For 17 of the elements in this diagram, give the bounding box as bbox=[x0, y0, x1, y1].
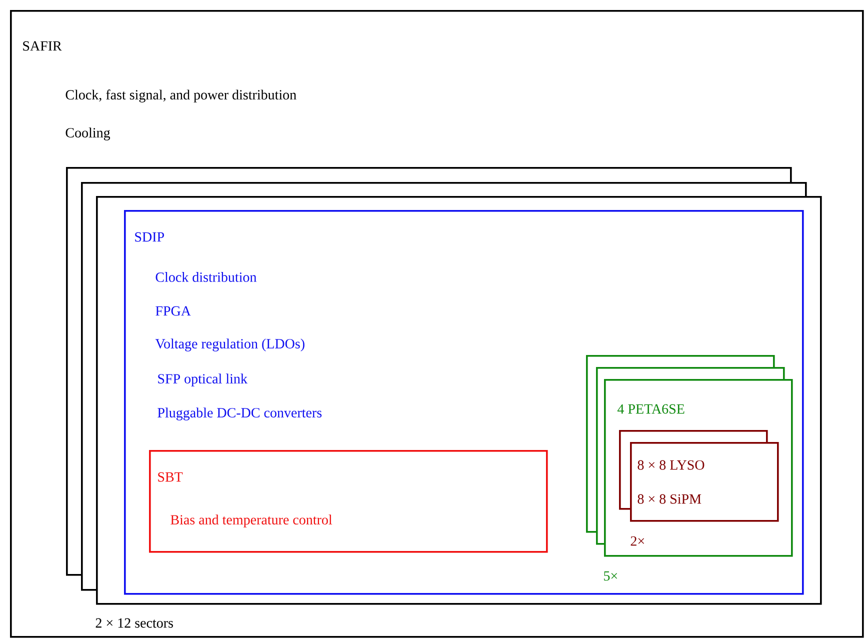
box-heading: SDIP bbox=[135, 232, 164, 242]
box-text: Pluggable DC-DC converters bbox=[158, 408, 322, 420]
box-text: 8 × 8 SiPM bbox=[638, 494, 702, 504]
box-heading: SAFIR bbox=[23, 41, 62, 51]
box-text: Bias and temperature control bbox=[170, 514, 332, 528]
box-heading: SBT bbox=[158, 472, 183, 482]
box-text: Voltage regulation (LDOs) bbox=[155, 338, 304, 352]
box-heading: 8 × 8 LYSO bbox=[638, 460, 704, 470]
box-text: Cooling bbox=[66, 128, 110, 140]
count-label: 2 × 12 sectors bbox=[96, 618, 173, 628]
count-label: 2× bbox=[630, 536, 644, 546]
box-text: SFP optical link bbox=[158, 374, 248, 386]
box-text: Clock distribution bbox=[156, 272, 256, 282]
box-text: Clock, fast signal, and power distribution bbox=[66, 90, 296, 102]
box-text: FPGA bbox=[156, 306, 191, 316]
box-text: 4 PETA6SE bbox=[617, 404, 684, 414]
count-label: 5× bbox=[604, 571, 618, 581]
